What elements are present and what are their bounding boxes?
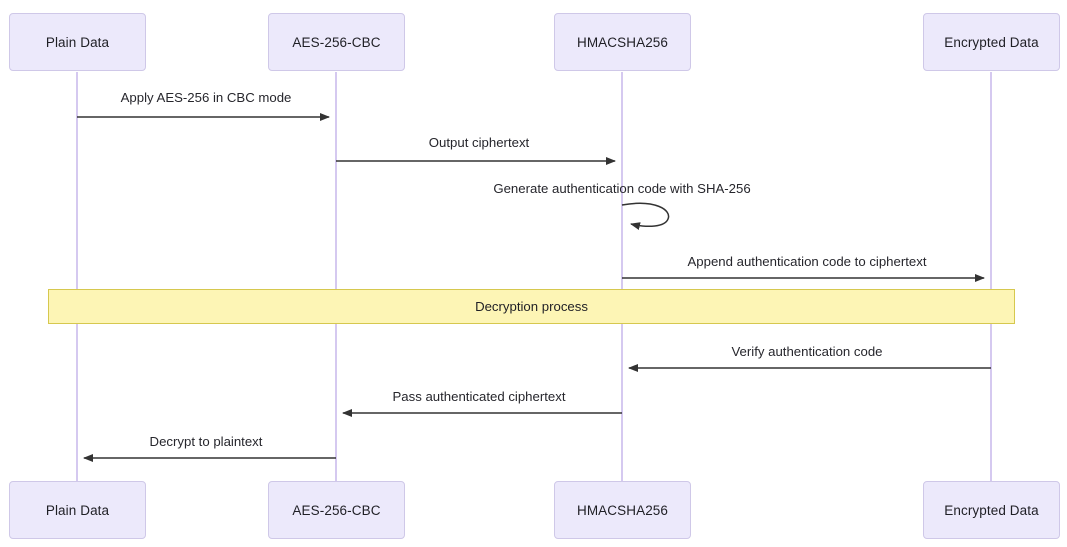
note-label: Decryption process [475,299,588,314]
actor-label: Encrypted Data [944,34,1039,50]
actor-label: HMACSHA256 [576,502,669,518]
message-label-output-ciphertext: Output ciphertext [428,135,530,150]
actor-label: HMACSHA256 [576,34,669,50]
actor-top-aes-256-cbc[interactable]: AES-256-CBC [268,13,405,71]
actor-top-hmacsha256[interactable]: HMACSHA256 [554,13,691,71]
note-decryption-process[interactable]: Decryption process [48,289,1015,324]
arrow-generate-authentication-code-self-loop[interactable] [621,202,670,230]
actor-label: Plain Data [45,502,110,518]
message-label-pass-authenticated-ciphertext: Pass authenticated ciphertext [392,389,566,404]
actor-top-encrypted-data[interactable]: Encrypted Data [923,13,1060,71]
message-label-generate-authentication-code-with-sha-256: Generate authentication code with SHA-25… [493,181,751,196]
actor-bottom-encrypted-data[interactable]: Encrypted Data [923,481,1060,539]
message-label-apply-aes-256-in-cbc-mode: Apply AES-256 in CBC mode [120,90,292,105]
actor-top-plain-data[interactable]: Plain Data [9,13,146,71]
message-label-append-authentication-code-to-ciphertext: Append authentication code to ciphertext [687,254,927,269]
message-label-verify-authentication-code: Verify authentication code [731,344,883,359]
actor-label: Encrypted Data [944,502,1039,518]
actor-bottom-plain-data[interactable]: Plain Data [9,481,146,539]
actor-label: Plain Data [45,34,110,50]
message-arrows [77,113,991,462]
actor-bottom-aes-256-cbc[interactable]: AES-256-CBC [268,481,405,539]
lifelines [76,72,992,481]
actor-label: AES-256-CBC [292,502,381,518]
message-label-decrypt-to-plaintext: Decrypt to plaintext [149,434,263,449]
actor-bottom-hmacsha256[interactable]: HMACSHA256 [554,481,691,539]
actor-label: AES-256-CBC [292,34,381,50]
